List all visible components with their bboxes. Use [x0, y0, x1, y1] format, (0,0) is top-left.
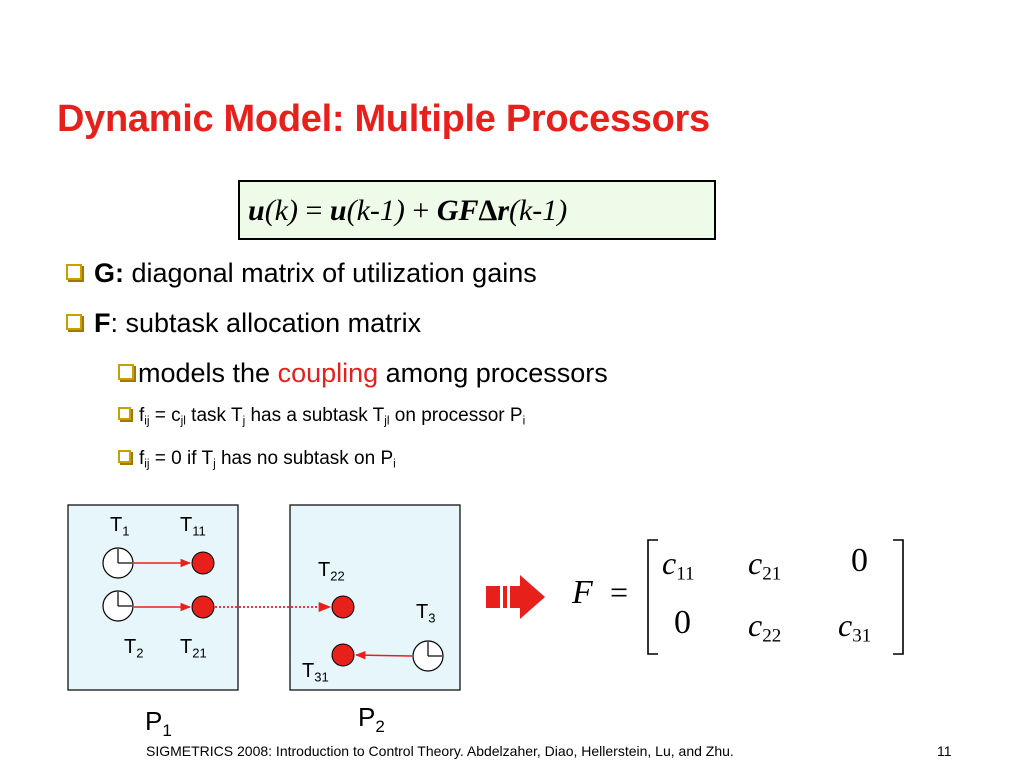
- page-number: 11: [937, 743, 952, 759]
- label-t31: T31: [302, 660, 329, 685]
- label-p2: P2: [358, 702, 385, 736]
- small-bullet-fij-0: fij = 0 if Tj has no subtask on Pi: [118, 448, 396, 471]
- matrix-cell-r2c2: c22: [748, 607, 782, 647]
- matrix-cell-r1c3: 0: [851, 542, 868, 579]
- matrix-equals: =: [610, 574, 629, 610]
- bullet-box-icon: [118, 407, 131, 421]
- slide-footer: SIGMETRICS 2008: Introduction to Control…: [146, 743, 734, 759]
- label-t2: T2: [124, 636, 144, 661]
- label-p1: P1: [145, 706, 172, 740]
- bullet-box-icon: [66, 313, 82, 330]
- matrix-cell-r2c3: c31: [838, 607, 872, 647]
- processor-1-box: [67, 504, 239, 691]
- label-t22: T22: [318, 559, 345, 584]
- bullet-f: F: subtask allocation matrix: [66, 308, 421, 339]
- small-bullet-fij-c: fij = cjl task Tj has a subtask Tjl on p…: [118, 405, 525, 428]
- equation: u(k) = u(k-1) + GFΔr(k-1): [248, 194, 568, 227]
- label-t3: T3: [416, 601, 436, 626]
- arrow-t3-t31: [354, 650, 413, 660]
- subtask-t22-dot: [331, 595, 355, 619]
- matrix-brackets: [647, 539, 904, 655]
- bullet-g: G: diagonal matrix of utilization gains: [66, 258, 537, 289]
- subtask-t11-dot: [191, 551, 215, 575]
- matrix-lhs: F: [572, 574, 593, 611]
- bullet-box-icon: [118, 363, 134, 380]
- subtask-t21-dot: [191, 595, 215, 619]
- equation-box: u(k) = u(k-1) + GFΔr(k-1): [238, 180, 716, 240]
- bullet-box-icon: [118, 450, 131, 464]
- task-t3-clock-icon: [412, 640, 444, 672]
- label-t1: T1: [110, 514, 130, 539]
- label-t11: T11: [180, 514, 206, 539]
- big-right-arrow-icon: [486, 575, 545, 619]
- matrix-cell-r2c1: 0: [674, 604, 691, 641]
- subtask-t31-dot: [331, 643, 355, 667]
- matrix-cell-r1c1: c11: [662, 545, 695, 585]
- matrix-cell-r1c2: c21: [748, 545, 782, 585]
- slide-title: Dynamic Model: Multiple Processors: [57, 98, 710, 140]
- task-t1-clock-icon: [102, 547, 134, 579]
- task-t2-clock-icon: [102, 590, 134, 622]
- sub-bullet-coupling: models the coupling among processors: [118, 358, 608, 389]
- label-t21: T21: [180, 636, 207, 661]
- bullet-box-icon: [66, 263, 82, 280]
